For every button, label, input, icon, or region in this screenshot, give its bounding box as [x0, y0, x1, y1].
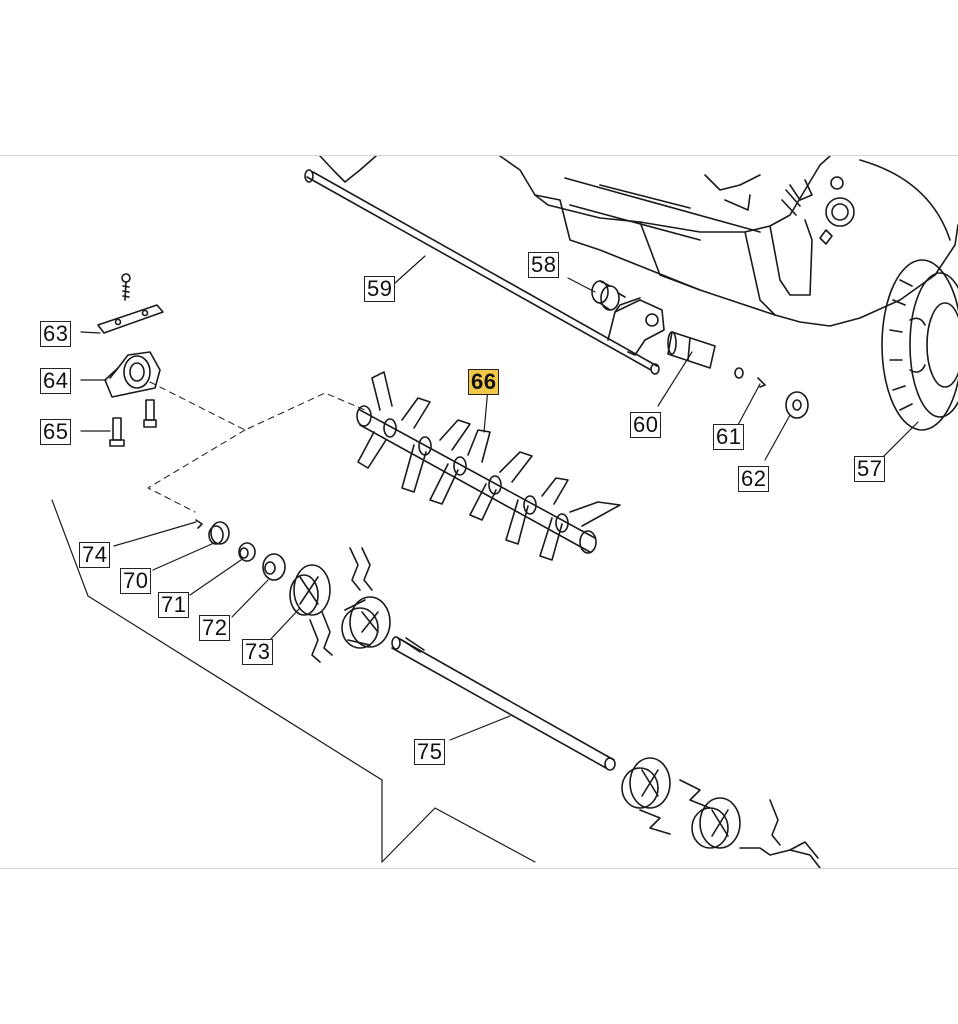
part-label-58: 58 — [528, 252, 560, 278]
part-label-63: 63 — [40, 321, 72, 347]
clip-shape — [195, 519, 203, 529]
part-label-71: 71 — [158, 592, 190, 618]
frame-top-line — [0, 155, 958, 156]
part-label-65: 65 — [40, 419, 72, 445]
shaft-shape — [391, 636, 616, 771]
plate-shape — [97, 273, 164, 334]
bushing-shape — [667, 331, 716, 369]
leader-lines — [80, 255, 919, 741]
part-label-60: 60 — [630, 412, 662, 438]
blade-roller-shape — [356, 371, 621, 561]
rod-shape — [304, 169, 665, 375]
part-label-62: 62 — [738, 466, 770, 492]
part-label-59: 59 — [364, 276, 396, 302]
lower-coupling-shapes — [621, 757, 821, 868]
part-label-66-highlighted: 66 — [468, 369, 500, 395]
part-label-64: 64 — [40, 368, 72, 394]
pulley-shape — [289, 564, 331, 616]
spring-shapes — [309, 547, 373, 663]
knob-shape — [591, 280, 626, 311]
pin-ring — [734, 367, 744, 379]
bearing-shape — [208, 521, 230, 545]
frame-bottom-line — [0, 868, 958, 869]
nut-shape — [238, 542, 256, 562]
pin-shape — [757, 377, 766, 388]
screws-shape — [109, 399, 157, 447]
frame-polygon — [51, 499, 536, 863]
assembly-dash-line — [147, 381, 366, 513]
coupling-shape — [341, 596, 391, 649]
part-label-70: 70 — [120, 568, 152, 594]
part-label-75: 75 — [414, 739, 446, 765]
machine-housing — [319, 156, 958, 327]
washer-shape — [785, 391, 809, 419]
part-label-74: 74 — [79, 542, 111, 568]
part-label-57: 57 — [854, 456, 886, 482]
spacer-washer-shape — [262, 553, 286, 581]
part-label-73: 73 — [242, 639, 274, 665]
part-label-61: 61 — [713, 424, 745, 450]
bearing-housing-shape — [104, 351, 161, 398]
wheel-shape — [881, 259, 958, 431]
part-label-72: 72 — [199, 615, 231, 641]
